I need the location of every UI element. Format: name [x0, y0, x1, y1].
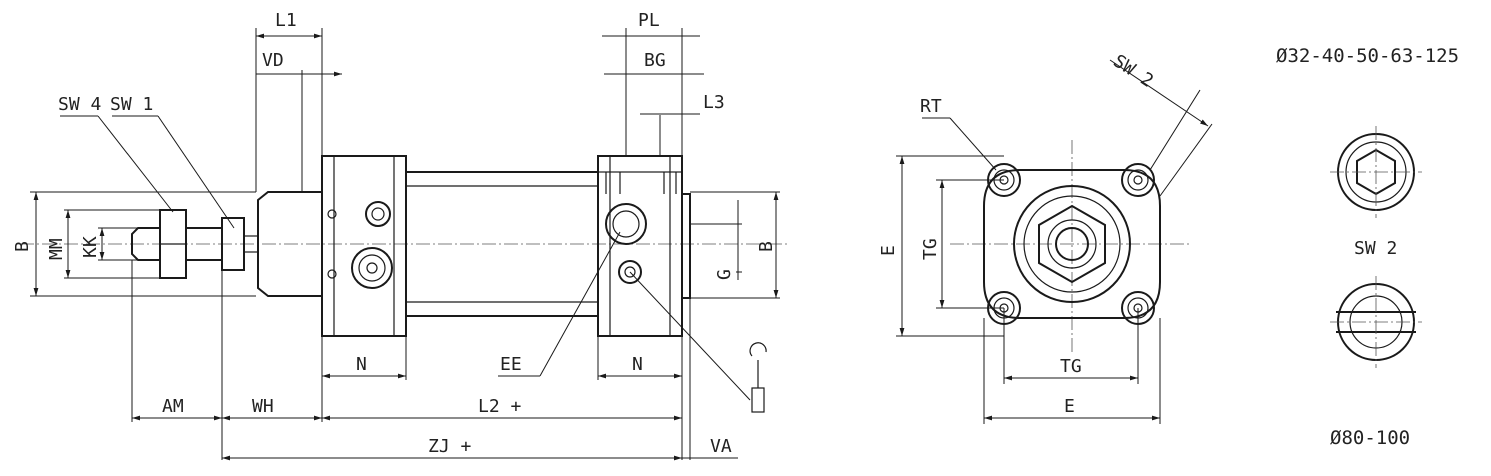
label-EE: EE [500, 354, 522, 375]
label-N-right: N [632, 354, 643, 375]
label-N-left: N [356, 354, 367, 375]
label-L3: L3 [703, 92, 725, 113]
label-RT: RT [920, 96, 942, 117]
label-SW2-rotated: SW 2 [1109, 51, 1157, 92]
label-E-horizontal: E [1064, 396, 1075, 417]
label-B-right: B [756, 241, 777, 252]
label-diameter-small: Ø32-40-50-63-125 [1276, 45, 1459, 67]
label-AM: AM [162, 396, 184, 417]
label-E-vertical: E [878, 245, 899, 256]
label-WH: WH [252, 396, 274, 417]
label-PL: PL [638, 10, 660, 31]
label-BG: BG [644, 50, 666, 71]
end-cover-outline [983, 169, 1161, 319]
label-SW1: SW 1 [110, 94, 153, 115]
label-MM: MM [46, 238, 67, 260]
air-port-rear [605, 203, 647, 245]
label-B-left: B [12, 241, 33, 252]
dimension-lines [33, 33, 779, 461]
label-SW4: SW 4 [58, 94, 101, 115]
side-view: L1 VD PL BG L3 SW 4 SW 1 B MM KK B G N N… [12, 10, 790, 461]
front-end-cover [321, 155, 407, 337]
cushion-screw-rear [618, 260, 642, 284]
flat-variant [1330, 276, 1422, 368]
barrel-tube [406, 171, 598, 317]
label-TG-horizontal: TG [1060, 356, 1082, 377]
label-G: G [714, 269, 735, 280]
variant-details: Ø32-40-50-63-125 SW 2 Ø80-100 [1276, 45, 1459, 449]
leader-lines [60, 115, 767, 413]
label-SW2-center: SW 2 [1354, 238, 1397, 259]
label-ZJ: ZJ + [428, 436, 472, 457]
label-KK: KK [80, 236, 101, 258]
end-view-extensions [896, 89, 1213, 424]
label-diameter-large: Ø80-100 [1330, 427, 1410, 449]
air-port-front [351, 247, 393, 289]
label-VD: VD [262, 50, 284, 71]
label-VA: VA [710, 436, 732, 457]
piston-rod [131, 209, 258, 279]
end-view-dimensions [899, 59, 1209, 421]
piston-bore [1013, 185, 1131, 303]
extension-lines [30, 28, 780, 460]
screwdriver-icon [751, 387, 765, 413]
label-L1: L1 [275, 10, 297, 31]
end-view: RT SW 2 E TG TG E [878, 51, 1213, 424]
label-L2: L2 + [478, 396, 522, 417]
hex-variant [1330, 126, 1422, 218]
label-TG-vertical: TG [920, 238, 941, 260]
hex-nut [1038, 204, 1106, 284]
cushion-screw [365, 201, 391, 227]
